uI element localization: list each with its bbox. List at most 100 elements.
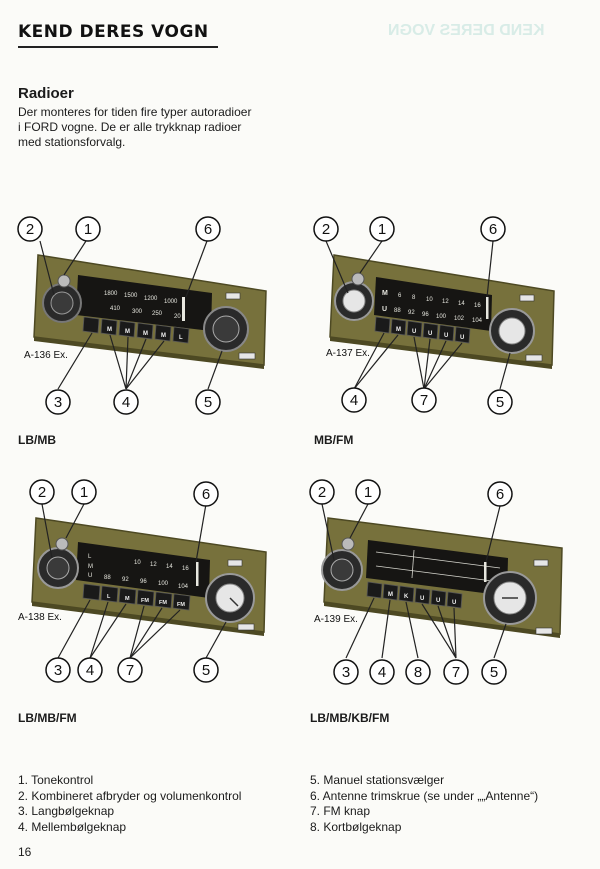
tone-ring — [57, 274, 71, 288]
dial-label: 20 — [174, 314, 181, 320]
preset-button-3 — [118, 320, 136, 338]
svg-text:K: K — [404, 594, 409, 600]
tone-ring — [341, 537, 355, 551]
svg-text:96: 96 — [422, 312, 429, 318]
svg-text:6: 6 — [489, 221, 497, 238]
svg-text:M: M — [125, 596, 130, 602]
model-label: A-136 Ex. — [24, 350, 68, 361]
svg-text:U: U — [88, 573, 92, 579]
tuning-display — [76, 275, 212, 331]
legend-item: 2. Kombineret afbryder og volumenkontrol — [18, 788, 242, 803]
svg-text:92: 92 — [122, 577, 129, 583]
svg-text:100: 100 — [436, 314, 447, 320]
radio-figure-a139: M K U U U 2 1 6 3 4 8 7 5 A-139 Ex. — [309, 478, 580, 688]
svg-text:16: 16 — [474, 303, 481, 309]
svg-text:U: U — [436, 598, 440, 604]
svg-text:1: 1 — [80, 484, 88, 501]
page-title: KEND DERES VOGN — [18, 22, 209, 42]
svg-text:FM: FM — [177, 602, 185, 608]
svg-text:7: 7 — [126, 662, 134, 679]
callout-number: 5 — [204, 394, 212, 411]
callout-number: 3 — [54, 394, 62, 411]
svg-text:1: 1 — [364, 484, 372, 501]
model-label: A-139 Ex. — [314, 614, 358, 625]
legend-item: 6. Antenne trimskrue (se under „„Antenne… — [310, 788, 539, 803]
preset-button-1 — [82, 316, 100, 334]
header-rule — [18, 46, 218, 48]
preset-button-4 — [136, 322, 154, 340]
svg-text:L: L — [107, 594, 111, 600]
dial-label: 1800 — [104, 291, 118, 297]
svg-text:FM: FM — [141, 598, 149, 604]
svg-text:5: 5 — [490, 664, 498, 681]
svg-text:L: L — [88, 554, 92, 560]
svg-text:1: 1 — [378, 221, 386, 238]
svg-text:88: 88 — [394, 308, 401, 314]
radio-caption: MB/FM — [314, 433, 354, 447]
callout-number: 6 — [204, 221, 212, 238]
dial-pointer — [182, 297, 185, 321]
svg-text:104: 104 — [178, 584, 189, 590]
svg-text:4: 4 — [350, 392, 358, 409]
radio-caption: LB/MB/FM — [18, 711, 77, 725]
tuning-display — [76, 542, 210, 598]
preset-buttons: M M M M L — [82, 316, 190, 344]
radio-caption: LB/MB — [18, 433, 56, 447]
svg-text:U: U — [420, 596, 424, 602]
intro-line: Der monteres for tiden fire typer autora… — [18, 105, 252, 119]
svg-text:5: 5 — [202, 662, 210, 679]
svg-text:8: 8 — [414, 664, 422, 681]
svg-text:3: 3 — [54, 662, 62, 679]
legend-left: 1. Tonekontrol 2. Kombineret afbryder og… — [18, 773, 241, 835]
tuning-display — [374, 277, 492, 331]
dial-label: 1200 — [144, 296, 158, 302]
svg-text:M: M — [143, 331, 148, 337]
tuning-display — [366, 540, 508, 596]
svg-text:88: 88 — [104, 575, 111, 581]
legend-item: 4. Mellembølgeknap — [18, 819, 127, 834]
svg-text:6: 6 — [496, 486, 504, 503]
legend-item: 1. Tonekontrol — [18, 773, 94, 787]
callout-number: 1 — [84, 221, 92, 238]
svg-text:6: 6 — [398, 293, 402, 299]
ford-badge — [225, 292, 241, 300]
intro-line: med stationsforvalg. — [18, 135, 126, 149]
svg-text:7: 7 — [420, 392, 428, 409]
dial-label: 1500 — [124, 293, 138, 299]
svg-text:104: 104 — [472, 318, 483, 324]
svg-text:5: 5 — [496, 394, 504, 411]
callout-number: 4 — [122, 394, 130, 411]
svg-text:2: 2 — [318, 484, 326, 501]
svg-text:U: U — [382, 306, 387, 313]
svg-text:14: 14 — [166, 564, 173, 570]
svg-text:M: M — [388, 592, 393, 598]
dial-label: 250 — [152, 311, 163, 317]
page-header: KEND DERES VOGN — [18, 20, 582, 48]
svg-text:4: 4 — [378, 664, 386, 681]
legend-item: 3. Langbølgeknap — [18, 804, 115, 818]
radio-caption: LB/MB/KB/FM — [310, 711, 390, 725]
dial-label: 1000 — [164, 299, 178, 305]
radio-figure-a136: 1800 1500 1200 1000 410 300 250 20 M M M… — [14, 215, 284, 420]
svg-text:M: M — [396, 327, 401, 333]
dial-pointer — [196, 562, 199, 586]
svg-text:M: M — [107, 327, 112, 333]
svg-text:7: 7 — [452, 664, 460, 681]
svg-text:U: U — [412, 329, 416, 335]
legend-right: 5. Manuel stationsvælger 6. Antenne trim… — [310, 773, 538, 835]
radio-figure-a137: M U 6 8 10 12 14 16 88 92 96 100 102 104… — [310, 215, 580, 420]
svg-text:12: 12 — [442, 299, 449, 305]
svg-text:U: U — [460, 335, 464, 341]
ford-badge — [519, 294, 535, 302]
radio-figure-a138: L M 10 12 14 16 U 88 92 96 100 104 L M F… — [14, 478, 284, 688]
ford-badge — [533, 559, 549, 567]
dial-label: 300 — [132, 309, 143, 315]
svg-text:4: 4 — [86, 662, 94, 679]
svg-text:FM: FM — [159, 600, 167, 606]
svg-text:M: M — [382, 290, 388, 297]
preset-buttons: L M FM FM FM — [82, 583, 191, 611]
preset-buttons: M U U U U — [374, 316, 471, 344]
svg-text:96: 96 — [140, 579, 147, 585]
dial-label: 410 — [110, 306, 121, 312]
dial-pointer — [484, 562, 487, 582]
